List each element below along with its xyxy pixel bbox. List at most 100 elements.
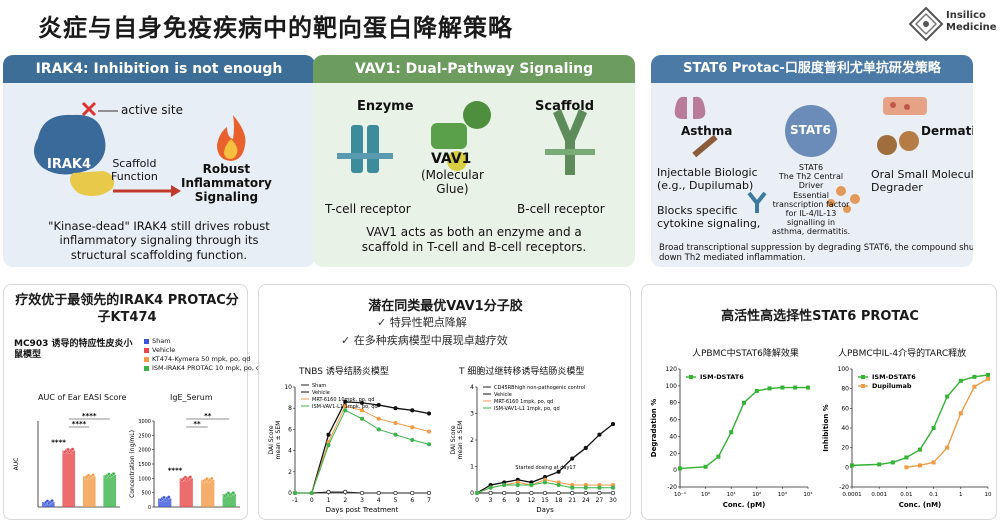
legend-entry: KT474-Kymera 50 mpk, po, qd xyxy=(144,355,251,364)
x-tick-label: 12 xyxy=(528,497,536,504)
legend-label: MRT-6160 10mpk, po, qd xyxy=(312,397,374,403)
panel-irak4-efficacy: 疗效优于最领先的IRAK4 PROTAC分 子KT474 MC903 诱导的特应… xyxy=(3,284,264,520)
x-tick-label: 27 xyxy=(596,497,604,504)
x-tick-label: 6 xyxy=(410,497,414,504)
lungs-icon xyxy=(674,96,706,119)
data-point xyxy=(326,443,331,448)
y-axis-label: Degradation % xyxy=(650,399,658,457)
card-stat6-title: STAT6 Protac-口服度普利尤单抗研发策略 xyxy=(651,55,973,83)
x-tick-label: -1 xyxy=(292,497,298,504)
y-axis-label: Inhibition % xyxy=(822,404,830,451)
vav1-caption: VAV1 acts as both an enzyme and a scaffo… xyxy=(361,225,587,254)
y-tick-label: 1000 xyxy=(138,476,151,482)
legend-label: KT474-Kymera 50 mpk, po, qd xyxy=(152,355,251,363)
stat6-blocks-label: Blocks specific cytokine signaling, xyxy=(657,204,761,230)
data-point xyxy=(890,460,895,465)
data-point xyxy=(945,394,950,399)
x-tick-label: 0.01 xyxy=(900,492,912,498)
data-point xyxy=(918,447,922,452)
data-point xyxy=(426,442,432,447)
x-tick-label: 3 xyxy=(489,497,493,504)
series-line xyxy=(679,386,808,470)
data-point xyxy=(931,460,936,465)
panel-vav1-title: 潜在同类最优VAV1分子胶 xyxy=(368,299,523,314)
data-point xyxy=(426,490,432,496)
card-irak4-title: IRAK4: Inhibition is not enough xyxy=(3,55,315,83)
data-point xyxy=(986,376,990,381)
y-tick-label: 0 xyxy=(148,505,151,511)
y-tick-label: -20 xyxy=(839,484,849,491)
vav1-scaffold-label: Scaffold xyxy=(535,99,595,114)
data-point xyxy=(70,447,75,451)
tnbs-chart-title: TNBS 诱导结肠炎模型 xyxy=(299,367,389,377)
data-point xyxy=(597,485,602,490)
y-axis-label: DAI Score xyxy=(268,425,275,454)
x-tick-label: 6 xyxy=(502,497,506,504)
legend-swatch xyxy=(689,375,693,379)
pills-icon xyxy=(877,131,919,155)
vav1-diagram xyxy=(337,101,595,175)
x-tick-label: 0.1 xyxy=(929,492,938,498)
vav1-name-label: VAV1 xyxy=(431,151,472,167)
x-axis-label: Conc. (nM) xyxy=(899,501,942,509)
y-tick-label: 60 xyxy=(841,405,849,412)
data-point xyxy=(716,454,721,459)
data-point xyxy=(50,499,54,503)
stat6-description: STAT6 The Th2 Central Driver Essential t… xyxy=(771,163,851,237)
legend-label: ISM-DSTAT6 xyxy=(872,373,916,381)
y-tick-label: 40 xyxy=(841,425,849,432)
data-point xyxy=(393,420,398,426)
significance-mark: ** xyxy=(193,420,201,428)
irak4-active-site-label: active site xyxy=(121,103,183,117)
data-point xyxy=(359,408,365,413)
stat6-asthma-label: Asthma xyxy=(681,124,733,138)
data-point xyxy=(556,483,561,488)
data-point xyxy=(359,490,365,496)
x-tick-label: 21 xyxy=(568,497,576,504)
data-point xyxy=(904,465,909,470)
legend-swatch xyxy=(144,356,149,362)
y-tick-label: 0 xyxy=(288,490,292,497)
data-point xyxy=(326,489,331,494)
logo-line2: Medicine xyxy=(946,22,997,33)
data-point xyxy=(292,490,298,496)
data-point xyxy=(410,490,415,496)
irak4-scaffold-label: Scaffold Function xyxy=(111,157,158,183)
data-point xyxy=(570,490,575,496)
x-tick-label: 10 xyxy=(985,492,992,498)
data-point xyxy=(515,490,520,496)
y-tick-label: 3000 xyxy=(138,419,151,425)
data-point xyxy=(542,490,548,496)
data-point xyxy=(972,384,977,389)
y-tick-label: 1500 xyxy=(138,462,151,468)
x-tick-label: 10⁻¹ xyxy=(674,491,686,498)
data-point xyxy=(958,378,963,383)
antibody-icon xyxy=(747,191,767,213)
data-point xyxy=(945,445,950,450)
data-point xyxy=(542,480,548,485)
x-tick-label: 10⁰ xyxy=(701,491,711,498)
legend-swatch xyxy=(144,338,149,344)
data-point xyxy=(958,411,963,416)
legend-swatch xyxy=(144,365,149,371)
x-tick-label: 10¹ xyxy=(727,491,736,498)
data-point xyxy=(502,490,507,496)
chart1-title: AUC of Ear EASI Score xyxy=(38,393,127,402)
y-tick-label: 40 xyxy=(669,433,677,440)
data-point xyxy=(742,400,746,405)
data-point xyxy=(793,385,798,390)
y-tick-label: -20 xyxy=(667,484,677,491)
data-point xyxy=(376,402,381,408)
x-tick-label: 1 xyxy=(327,497,331,504)
y-tick-label: 20 xyxy=(669,450,677,457)
data-point xyxy=(556,490,561,496)
x-axis-label: Conc. (pM) xyxy=(723,501,766,509)
data-point xyxy=(678,466,682,471)
data-point xyxy=(326,432,331,437)
legend-label: ISM-VAV1-L1 1mpk, po, qd xyxy=(312,404,378,410)
data-point xyxy=(309,490,314,496)
logo-line1: Insilico xyxy=(946,10,986,21)
